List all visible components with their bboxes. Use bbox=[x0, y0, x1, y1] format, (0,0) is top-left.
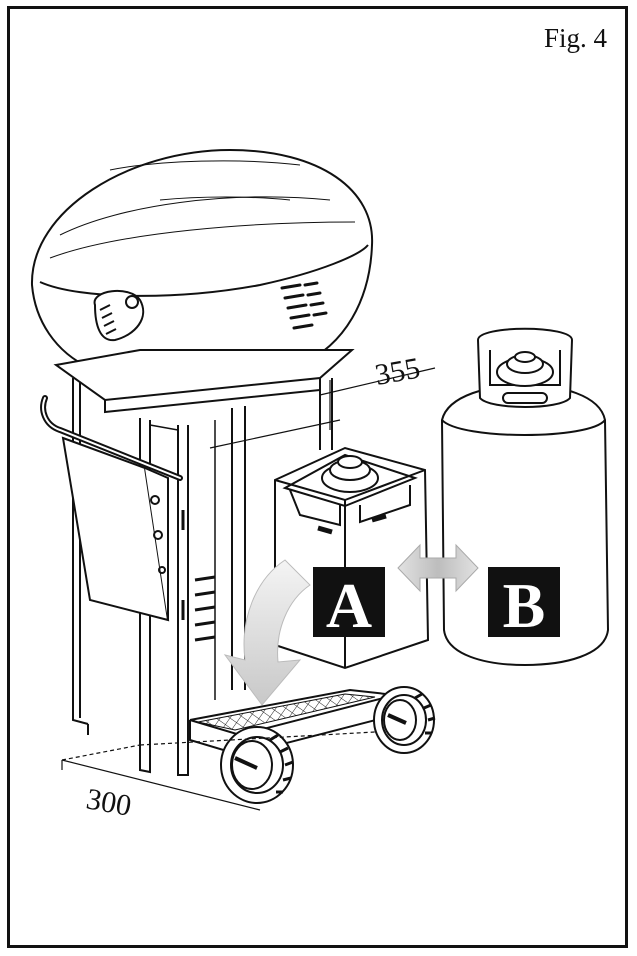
badge-b-text: B bbox=[503, 570, 546, 641]
gas-bottle-b bbox=[440, 327, 610, 667]
badge-a: A bbox=[313, 567, 385, 641]
grill-lid bbox=[30, 148, 374, 384]
dimension-width-label: 300 bbox=[84, 782, 134, 822]
cart-wheels bbox=[220, 686, 436, 804]
figure-label: Fig. 4 bbox=[543, 23, 607, 53]
dimension-depth-label: 355 bbox=[372, 352, 422, 392]
insert-arrow-icon bbox=[223, 559, 311, 706]
badge-b: B bbox=[488, 567, 560, 641]
grill-cart bbox=[40, 349, 396, 776]
swap-arrow-icon bbox=[397, 543, 479, 593]
badge-a-text: A bbox=[326, 570, 372, 641]
dimension-lines bbox=[61, 367, 436, 811]
